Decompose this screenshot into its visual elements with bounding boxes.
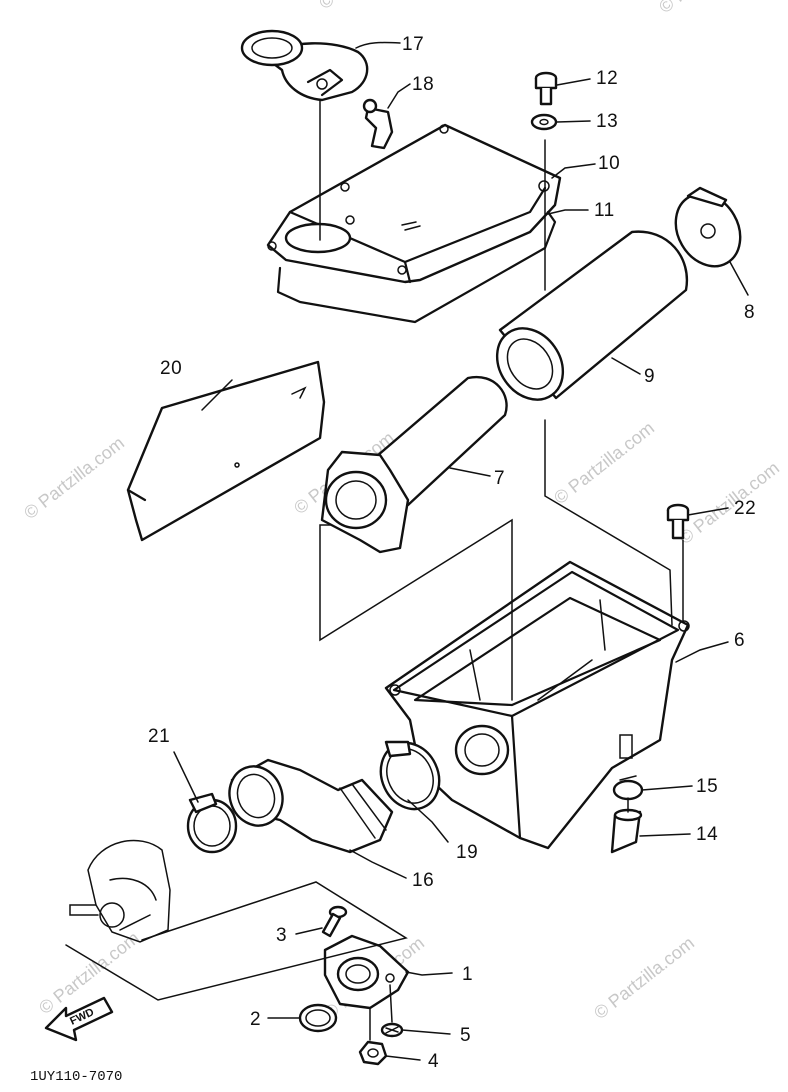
watermark: © Partzilla.com <box>655 0 763 17</box>
part-14-drain-pipe <box>610 808 643 854</box>
part-21-clamp <box>186 792 238 854</box>
watermark: © Partzilla.com <box>675 458 783 548</box>
part-20-cover-plate <box>126 360 326 542</box>
watermark: © Partzilla.com <box>550 418 658 508</box>
leader-lines <box>173 41 749 1061</box>
callout-13: 13 <box>596 111 618 132</box>
callout-10: 10 <box>598 153 620 174</box>
part-17-intake-duct <box>240 29 369 102</box>
carburetor-reference <box>69 839 171 943</box>
part-12-bolt <box>534 71 558 106</box>
callout-17: 17 <box>402 34 424 55</box>
callout-8: 8 <box>744 302 755 323</box>
callout-22: 22 <box>734 498 756 519</box>
callout-3: 3 <box>276 925 287 946</box>
callout-15: 15 <box>696 776 718 797</box>
fwd-arrow-icon: FWD <box>44 996 114 1042</box>
callout-7: 7 <box>494 468 505 489</box>
callout-21: 21 <box>148 726 170 747</box>
callout-1: 1 <box>462 964 473 985</box>
part-9-filter-element <box>495 230 689 401</box>
callout-14: 14 <box>696 824 718 845</box>
callout-4: 4 <box>428 1051 439 1072</box>
callout-6: 6 <box>734 630 745 651</box>
part-5-spring <box>380 1022 404 1038</box>
callout-20: 20 <box>160 358 182 379</box>
part-13-washer <box>530 113 558 131</box>
part-2-o-ring <box>298 1003 338 1033</box>
part-6-case-body <box>384 560 690 850</box>
callout-11: 11 <box>594 200 615 221</box>
part-16-joint-boot <box>228 758 394 854</box>
watermark: © Partzilla.com <box>20 433 128 523</box>
callout-labels: 17 18 12 13 10 11 8 9 20 7 22 6 21 15 14… <box>148 34 756 1072</box>
callout-18: 18 <box>412 74 434 95</box>
callout-2: 2 <box>250 1009 261 1030</box>
part-19-clamp <box>379 740 441 811</box>
part-18-hose <box>362 98 394 150</box>
watermark: © Partzilla.com <box>315 0 423 13</box>
part-3-screw <box>321 905 348 938</box>
part-4-nut <box>358 1040 388 1066</box>
part-15-clamp <box>612 775 644 801</box>
callout-19: 19 <box>456 842 478 863</box>
part-10-case-cap <box>266 123 562 284</box>
part-11-gasket <box>276 210 557 324</box>
callout-16: 16 <box>412 870 434 891</box>
callout-9: 9 <box>644 366 655 387</box>
part-1-manifold <box>323 934 410 1010</box>
callout-5: 5 <box>460 1025 471 1046</box>
watermark: © Partzilla.com <box>590 933 698 1023</box>
part-22-bolt <box>666 503 690 540</box>
assembly-lines <box>65 99 684 1041</box>
part-8-end-cap <box>674 186 742 268</box>
diagram-code: 1UY110-7070 <box>30 1069 122 1085</box>
part-7-filter-guide <box>320 375 508 554</box>
callout-12: 12 <box>596 68 618 89</box>
